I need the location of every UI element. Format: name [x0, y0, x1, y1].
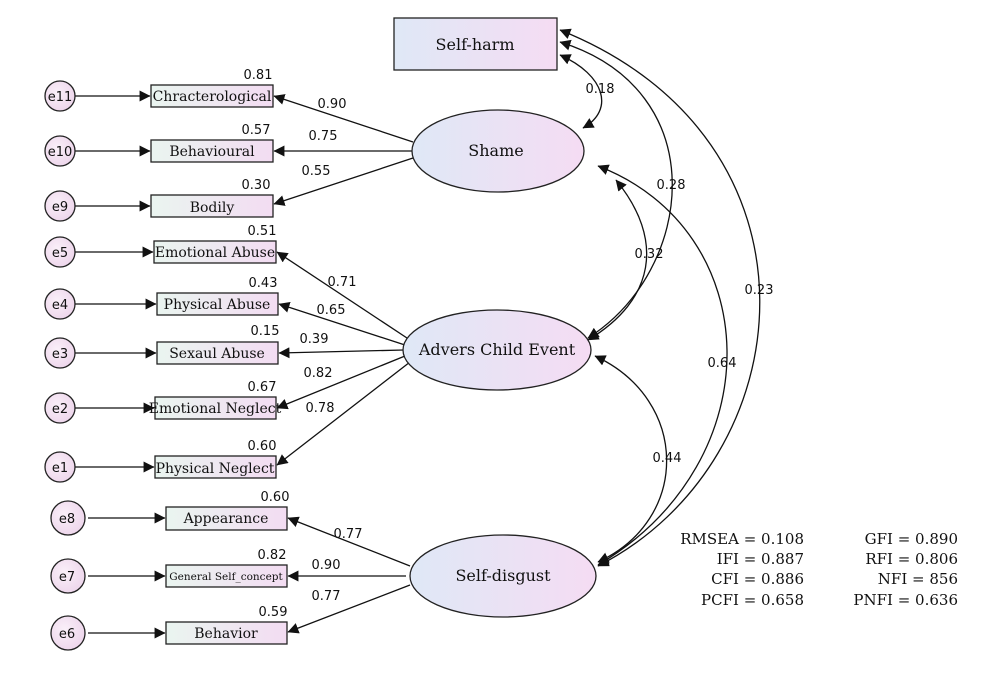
shame-label: Shame	[468, 141, 523, 160]
covariance-paths	[559, 28, 761, 567]
error-e2: e2	[52, 402, 68, 417]
error-e4: e4	[52, 298, 68, 313]
latent-adverse-child-event: Advers Child Event	[402, 309, 592, 391]
indicator-emotional-abuse: e5 Emotional Abuse 0.51	[44, 224, 277, 268]
loading-physical-abuse: 0.65	[317, 303, 346, 318]
fit-rfi: RFI = 0.806	[865, 550, 958, 568]
fit-cfi: CFI = 0.886	[711, 570, 804, 588]
loading-bodily: 0.55	[302, 164, 331, 179]
general-self-concept-label: General Self_concept	[169, 571, 283, 583]
loading-sexaul-abuse: 0.39	[300, 332, 329, 347]
fit-rmsea: RMSEA = 0.108	[680, 530, 804, 548]
r2-bodily: 0.30	[242, 178, 271, 193]
loading-emotional-abuse: 0.71	[328, 275, 357, 290]
loading-behavior: 0.77	[312, 589, 341, 604]
loading-values: 0.90 0.75 0.55 0.71 0.65 0.39 0.82 0.78 …	[300, 97, 363, 604]
self-harm-label: Self-harm	[436, 35, 515, 54]
error-e3: e3	[52, 347, 68, 362]
latent-self-disgust: Self-disgust	[409, 534, 597, 618]
loading-chracterological: 0.90	[318, 97, 347, 112]
behavior-label: Behavior	[194, 626, 258, 642]
error-e5: e5	[52, 246, 68, 261]
self-disgust-label: Self-disgust	[455, 566, 551, 585]
error-e11: e11	[48, 90, 73, 105]
fit-indices: RMSEA = 0.108 IFI = 0.887 CFI = 0.886 PC…	[680, 530, 958, 609]
chracterological-label: Chracterological	[153, 89, 272, 105]
indicator-behavior: e6 Behavior 0.59	[50, 605, 288, 651]
adverse-child-event-label: Advers Child Event	[418, 340, 576, 359]
sexaul-abuse-label: Sexaul Abuse	[169, 346, 265, 362]
r2-general-self-concept: 0.82	[258, 548, 287, 563]
r2-physical-abuse: 0.43	[249, 276, 278, 291]
fit-nfi: NFI = 856	[878, 570, 958, 588]
physical-abuse-label: Physical Abuse	[164, 297, 271, 313]
cov-selfharm-shame: 0.18	[586, 82, 615, 97]
indicator-general-self-concept: e7 General Self_concept 0.82	[50, 548, 288, 594]
error-paths	[75, 90, 166, 639]
error-e6: e6	[59, 627, 75, 642]
cov-shame-disgust: 0.64	[708, 356, 737, 371]
r2-chracterological: 0.81	[244, 68, 273, 83]
indicator-appearance: e8 Appearance 0.60	[50, 490, 290, 536]
cov-selfharm-disgust: 0.23	[745, 283, 774, 298]
indicator-chracterological: e11 Chracterological 0.81	[44, 68, 274, 112]
r2-behavioural: 0.57	[242, 123, 271, 138]
error-e10: e10	[48, 145, 73, 160]
cov-ace-disgust: 0.44	[653, 451, 682, 466]
indicator-physical-neglect: e1 Physical Neglect 0.60	[44, 439, 277, 483]
r2-physical-neglect: 0.60	[248, 439, 277, 454]
fit-pnfi: PNFI = 0.636	[853, 591, 958, 609]
latent-self-harm: Self-harm	[393, 17, 558, 71]
indicator-physical-abuse: e4 Physical Abuse 0.43	[44, 276, 279, 320]
fit-ifi: IFI = 0.887	[717, 550, 804, 568]
loading-behavioural: 0.75	[309, 129, 338, 144]
behavioural-label: Behavioural	[169, 144, 255, 160]
cov-selfharm-ace: 0.28	[657, 178, 686, 193]
covariance-values: 0.18 0.28 0.32 0.23 0.64 0.44	[586, 82, 774, 466]
indicator-bodily: e9 Bodily 0.30	[44, 178, 274, 222]
error-e9: e9	[52, 200, 68, 215]
emotional-abuse-label: Emotional Abuse	[155, 245, 275, 261]
r2-behavior: 0.59	[259, 605, 288, 620]
emotional-neglect-label: Emotional Neglect	[149, 401, 282, 417]
error-e8: e8	[59, 512, 75, 527]
r2-appearance: 0.60	[261, 490, 290, 505]
physical-neglect-label: Physical Neglect	[156, 461, 275, 477]
indicator-emotional-neglect: e2 Emotional Neglect 0.67	[44, 380, 282, 424]
r2-sexaul-abuse: 0.15	[251, 324, 280, 339]
fit-gfi: GFI = 0.890	[865, 530, 958, 548]
r2-emotional-abuse: 0.51	[248, 224, 277, 239]
loading-appearance: 0.77	[334, 527, 363, 542]
latent-shame: Shame	[411, 109, 585, 193]
indicator-sexaul-abuse: e3 Sexaul Abuse 0.15	[44, 324, 280, 369]
loading-emotional-neglect: 0.82	[304, 366, 333, 381]
loading-physical-neglect: 0.78	[306, 401, 335, 416]
fit-pcfi: PCFI = 0.658	[701, 591, 804, 609]
r2-emotional-neglect: 0.67	[248, 380, 277, 395]
cov-shame-ace: 0.32	[635, 247, 664, 262]
error-e7: e7	[59, 570, 75, 585]
loading-general-self-concept: 0.90	[312, 558, 341, 573]
bodily-label: Bodily	[190, 200, 235, 216]
error-e1: e1	[52, 461, 68, 476]
appearance-label: Appearance	[183, 511, 269, 527]
loading-paths	[273, 94, 414, 634]
indicator-behavioural: e10 Behavioural 0.57	[44, 123, 274, 167]
